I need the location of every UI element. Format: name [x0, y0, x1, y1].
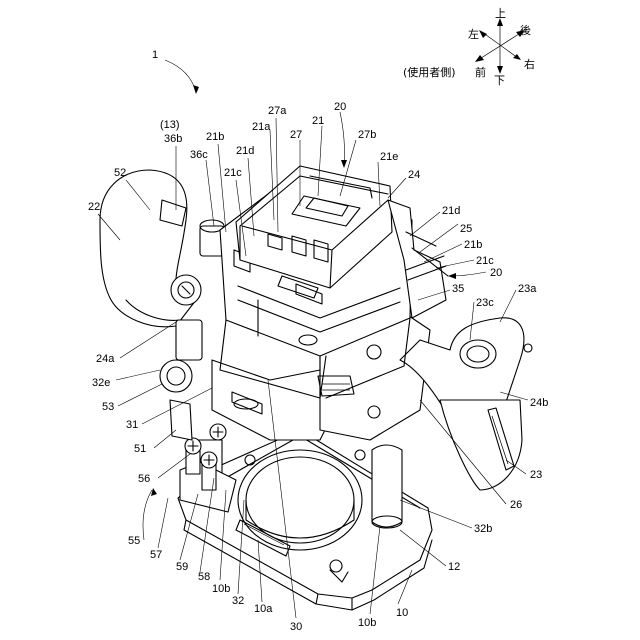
compass-left-label: 左 [468, 28, 479, 41]
label-21b-top: 21b [206, 131, 224, 143]
label-24a: 24a [96, 353, 115, 365]
direction-compass: 上 後 左 右 下 前 (使用者側) [403, 7, 535, 87]
label-32b: 32b [474, 523, 492, 535]
label-58: 58 [198, 571, 210, 583]
label-52: 52 [114, 167, 126, 179]
label-24: 24 [408, 169, 420, 181]
compass-front-label: 前 [475, 65, 486, 79]
label-36b: 36b [164, 133, 182, 145]
label-10: 10 [396, 607, 408, 619]
label-21c-right: 21c [476, 255, 494, 267]
label-21d-right: 21d [442, 205, 460, 217]
label-21b-right: 21b [464, 239, 482, 251]
label-26: 26 [510, 499, 522, 511]
label-24b: 24b [530, 397, 548, 409]
label-12: 12 [448, 561, 460, 573]
label-1: 1 [152, 49, 158, 61]
label-35: 35 [452, 283, 464, 295]
label-21e: 21e [380, 151, 398, 163]
label-57: 57 [150, 549, 162, 561]
label-25: 25 [460, 223, 472, 235]
label-32: 32 [232, 595, 244, 607]
label-27a: 27a [268, 105, 287, 117]
label-23c: 23c [476, 297, 494, 309]
label-59: 59 [176, 561, 188, 573]
label-10b-bottom: 10b [358, 617, 376, 629]
label-20-top: 20 [334, 101, 346, 113]
compass-down-label: 下 [494, 74, 505, 87]
label-23: 23 [530, 469, 542, 481]
label-22: 22 [88, 201, 100, 213]
compass-back-label: 後 [520, 23, 531, 37]
label-10a: 10a [254, 603, 273, 615]
label-31: 31 [126, 419, 138, 431]
compass-user-side-label: (使用者側) [403, 66, 456, 79]
compass-up-label: 上 [495, 7, 506, 20]
label-23a: 23a [518, 283, 537, 295]
label-21c-top: 21c [224, 167, 242, 179]
label-10b-left: 10b [212, 583, 230, 595]
label-21d-top: 21d [236, 145, 254, 157]
label-20-right: 20 [490, 267, 502, 279]
label-21a: 21a [252, 121, 271, 133]
label-36c: 36c [190, 149, 208, 161]
lower-housing [212, 360, 330, 440]
label-27: 27 [290, 129, 302, 141]
label-56: 56 [138, 473, 150, 485]
label-32e: 32e [92, 377, 110, 389]
label-53: 53 [102, 401, 114, 413]
compass-right-label: 右 [524, 57, 535, 71]
label-27b: 27b [358, 129, 376, 141]
label-13: (13) [160, 119, 180, 131]
label-51: 51 [134, 443, 146, 455]
label-55: 55 [128, 535, 140, 547]
label-30: 30 [290, 621, 302, 633]
label-21-top: 21 [312, 115, 324, 127]
